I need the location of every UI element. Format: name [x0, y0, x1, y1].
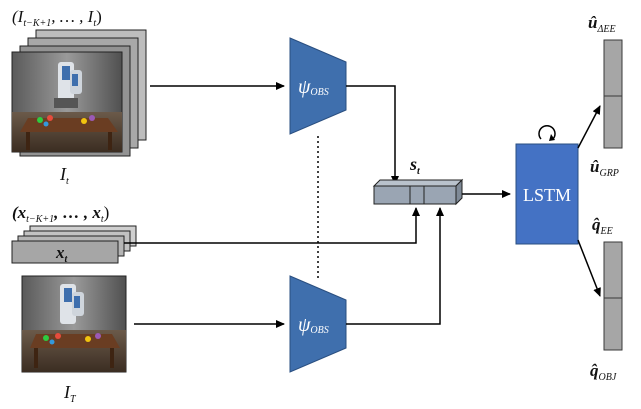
- encoder-bottom: ψOBS: [289, 275, 347, 373]
- output-bar-u: [603, 39, 623, 149]
- svg-text:LSTM: LSTM: [523, 185, 571, 205]
- image-sequence-label: (It−K+1, … , It): [12, 7, 102, 29]
- lstm-block: LSTM: [515, 143, 579, 245]
- state-sequence-label: (xt−K+1, … , xt): [12, 203, 109, 225]
- output-bar-q: [603, 241, 623, 351]
- output-u-grp-label: ûGRP: [590, 157, 619, 179]
- arrow-encoder-bottom-to-state: [346, 207, 444, 325]
- robot-scene-target-image: [21, 275, 127, 373]
- arrow-lstm-to-q: [577, 239, 601, 297]
- state-vector: [372, 178, 464, 206]
- encoder-top: ψOBS: [289, 37, 347, 135]
- state-label: st: [409, 154, 421, 177]
- svg-text:ψOBS: ψOBS: [298, 314, 329, 336]
- arrow-encoder-top-to-state: [346, 85, 399, 185]
- current-image-label: It: [59, 164, 69, 187]
- lstm-recurrent-loop: [538, 124, 556, 140]
- image-stack: [11, 29, 147, 157]
- target-image-label: IT: [63, 382, 77, 405]
- svg-text:ψOBS: ψOBS: [298, 76, 329, 98]
- arrow-lstm-to-u: [577, 105, 601, 149]
- output-q-ee-label: q̂EE: [592, 215, 613, 237]
- arrow-state-box-to-state: [124, 207, 420, 244]
- output-q-obj-label: q̂OBJ: [590, 361, 617, 383]
- encoder-top-shape: [289, 37, 347, 135]
- output-u-ee-label: ûΔEE: [588, 13, 616, 35]
- robot-scene-current-image: [11, 51, 123, 153]
- state-box-label: xt: [55, 243, 69, 265]
- state-box-stack: [11, 225, 137, 264]
- encoder-bottom-shape: [289, 275, 347, 373]
